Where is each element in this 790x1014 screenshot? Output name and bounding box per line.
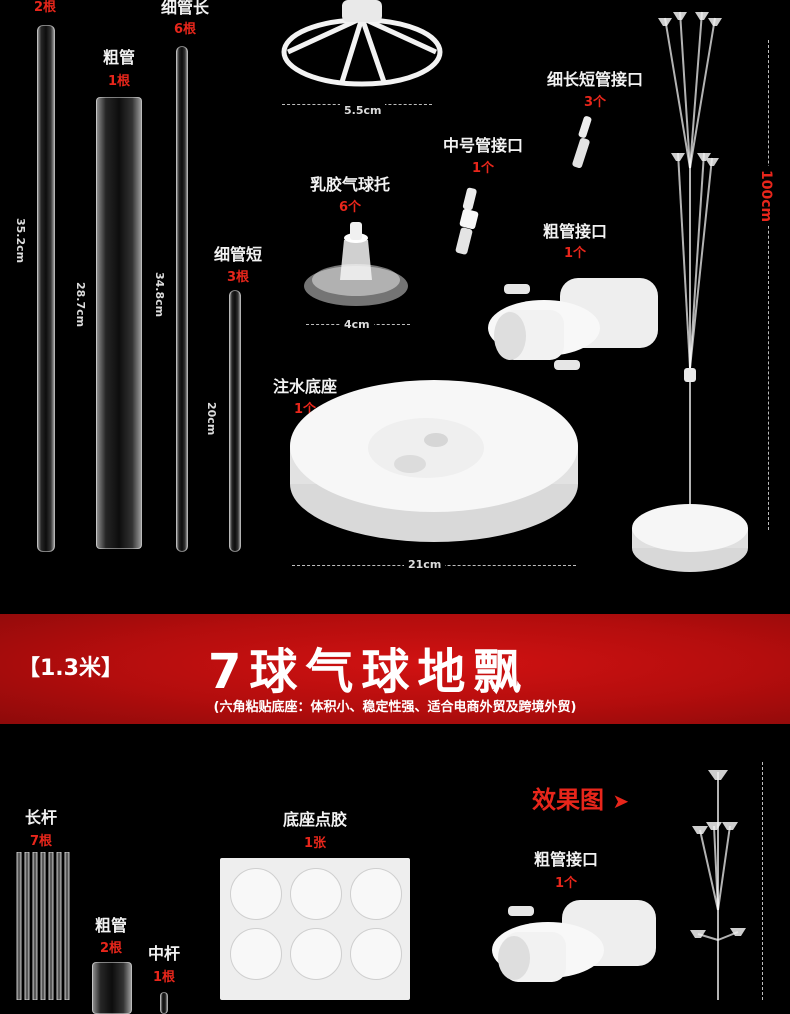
long-rod-bundle-image — [16, 852, 70, 1000]
mid-rod-label: 中杆 — [147, 944, 180, 963]
thick-connector-image — [488, 278, 658, 370]
thick-tube-label: 粗管 — [102, 48, 135, 67]
product-banner: 【1.3米】 7球气球地飘 (六角粘贴底座：体积小、稳定性强、适合电商外贸及跨境… — [0, 614, 790, 724]
mid-rod-image — [160, 992, 168, 1014]
thin-short-tube-count: 3根 — [226, 270, 250, 285]
glue-dot — [350, 868, 402, 920]
height-dimension-line — [768, 40, 769, 530]
bottom-thick-connector-label: 粗管接口 — [533, 850, 598, 869]
bottom-thick-tube-image — [92, 962, 132, 1014]
assembled-stand-image — [632, 11, 748, 572]
holder-dimension: 5.5cm — [340, 104, 386, 117]
bottom-thick-connector-image — [492, 900, 656, 982]
long-rod-count: 7根 — [29, 834, 53, 849]
thin-long-tube-dimension: 34.8cm — [153, 272, 166, 318]
banner-tag: 【1.3米】 — [18, 656, 123, 681]
long-rod-label: 长杆 — [24, 808, 57, 827]
glue-dot — [230, 868, 282, 920]
bottom-thick-tube-label: 粗管 — [94, 916, 127, 935]
thin-short-tube-image — [229, 290, 241, 552]
bottom-thick-connector-count: 1个 — [554, 876, 578, 891]
thick-tube-image — [96, 97, 142, 549]
banner-title: 7球气球地飘 — [208, 644, 530, 700]
balloon-cup-holder-image — [281, 0, 443, 87]
effect-stand-image — [690, 770, 746, 1000]
mid-rod-count: 1根 — [152, 970, 176, 985]
long-tube-dimension: 35.2cm — [14, 218, 27, 264]
effect-label-group: 效果图 ➤ — [532, 780, 629, 815]
thin-short-connector-label: 细长短管接口 — [546, 70, 643, 89]
glue-dot-sheet-image — [220, 858, 410, 1000]
thin-long-tube-count: 6根 — [173, 22, 197, 37]
water-base-image — [290, 380, 578, 542]
latex-holder-dimension: 4cm — [340, 318, 374, 331]
thin-short-connector-image — [572, 116, 592, 169]
thick-tube-dimension: 28.7cm — [74, 282, 87, 328]
glue-dot — [290, 868, 342, 920]
thick-tube-count: 1根 — [107, 74, 131, 89]
water-base-label: 注水底座 — [272, 377, 337, 396]
thin-short-tube-dimension: 20cm — [205, 402, 218, 436]
glue-dot-count: 1张 — [303, 836, 327, 851]
thick-connector-count: 1个 — [563, 246, 587, 261]
long-tube-image — [37, 25, 55, 552]
thin-long-tube-image — [176, 46, 188, 552]
thin-long-tube-label: 细管长 — [160, 0, 209, 17]
effect-label: 效果图 — [532, 786, 604, 814]
long-tube-count: 2根 — [34, 0, 57, 15]
bottom-thick-tube-count: 2根 — [99, 941, 123, 956]
banner-subtitle: (六角粘贴底座：体积小、稳定性强、适合电商外贸及跨境外贸) — [213, 700, 577, 715]
latex-holder-count: 6个 — [338, 200, 362, 215]
medium-connector-label: 中号管接口 — [442, 136, 523, 155]
height-dimension: 100cm — [758, 166, 774, 227]
glue-dot — [290, 928, 342, 980]
latex-holder-image — [304, 222, 408, 306]
effect-height-line — [762, 762, 763, 1000]
arrow-right-icon: ➤ — [612, 789, 630, 813]
thick-connector-label: 粗管接口 — [542, 222, 607, 241]
glue-dot — [350, 928, 402, 980]
glue-dot — [230, 928, 282, 980]
thin-short-connector-count: 3个 — [583, 95, 607, 110]
thin-short-tube-label: 细管短 — [213, 245, 262, 264]
water-base-dimension: 21cm — [404, 558, 446, 571]
medium-connector-image — [455, 187, 479, 255]
medium-connector-count: 1个 — [471, 161, 495, 176]
latex-holder-label: 乳胶气球托 — [309, 175, 390, 194]
glue-dot-label: 底座点胶 — [282, 810, 347, 829]
